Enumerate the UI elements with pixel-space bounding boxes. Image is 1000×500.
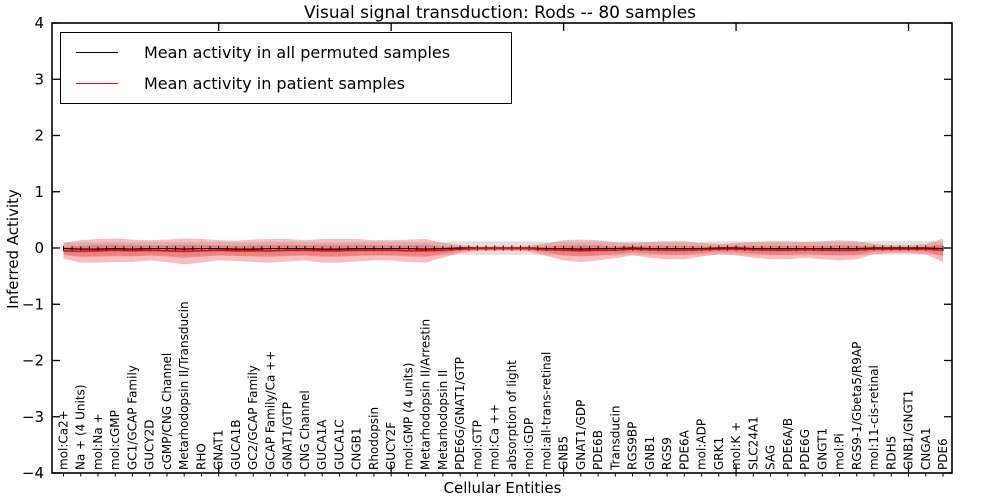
category-label: mol:Pi bbox=[833, 433, 847, 470]
category-label: GUCA1B bbox=[229, 419, 243, 470]
y-tick-label: 4 bbox=[34, 14, 44, 32]
category-label: mol:GDP bbox=[522, 418, 536, 470]
y-tick-label: −1 bbox=[22, 295, 44, 313]
category-label: RGS9BP bbox=[626, 422, 640, 470]
y-tick-label: 3 bbox=[34, 70, 44, 88]
category-label: PDE6A bbox=[677, 429, 691, 470]
category-label: CNGA1 bbox=[919, 428, 933, 471]
category-label: SAG bbox=[764, 445, 778, 470]
y-tick-label: 2 bbox=[34, 127, 44, 145]
category-label: PDE6G/GNAT1/GTP bbox=[453, 357, 467, 470]
category-label: CNG Channel bbox=[298, 390, 312, 470]
category-label: GNGT1 bbox=[815, 428, 829, 470]
x-axis-title: Cellular Entities bbox=[443, 479, 562, 497]
category-label: mol:all-trans-retinal bbox=[539, 352, 553, 470]
category-label: PDE6G bbox=[798, 429, 812, 470]
patient-line-sample bbox=[76, 82, 118, 84]
patient-std-band-outer bbox=[63, 238, 943, 265]
category-label: GC2/GCAP Family bbox=[246, 365, 260, 470]
legend-row-permuted: Mean activity in all permuted samples bbox=[71, 41, 501, 63]
category-label: Metarhodopsin II bbox=[436, 370, 450, 470]
category-label: RHO bbox=[194, 443, 208, 470]
legend: Mean activity in all permuted samples Me… bbox=[60, 32, 512, 104]
category-label: GRK1 bbox=[712, 437, 726, 470]
category-label: mol:Ca2+ bbox=[57, 410, 71, 470]
category-label: RDH5 bbox=[884, 436, 898, 470]
category-label: CNGB1 bbox=[350, 427, 364, 470]
category-label: PDE6 bbox=[936, 438, 950, 470]
category-label: mol:ADP bbox=[695, 419, 709, 470]
category-label: mol:11-cis-retinal bbox=[867, 365, 881, 470]
category-label: Rhodopsin bbox=[367, 407, 381, 470]
category-label: GUCA1A bbox=[315, 419, 329, 470]
y-tick-label: 0 bbox=[34, 239, 44, 257]
category-label: mol:cGMP bbox=[108, 410, 122, 470]
category-label: GNAT1 bbox=[212, 429, 226, 470]
category-label: GUCY2D bbox=[143, 420, 157, 470]
category-label: Na + (4 Units) bbox=[74, 384, 88, 470]
category-label: GNB1 bbox=[643, 436, 657, 470]
legend-row-patient: Mean activity in patient samples bbox=[71, 72, 501, 94]
y-tick-label: −3 bbox=[22, 408, 44, 426]
category-label: mol:K + bbox=[729, 422, 743, 470]
category-label: GC1/GCAP Family bbox=[125, 365, 139, 470]
category-label: absorption of light bbox=[505, 360, 519, 470]
category-label: RGS9 bbox=[660, 437, 674, 470]
category-label: cGMP/CNG Channel bbox=[160, 353, 174, 470]
category-label: GUCY2F bbox=[384, 422, 398, 470]
category-label: mol:Na + bbox=[91, 413, 105, 470]
category-label: Metarhodopsin II/Arrestin bbox=[419, 319, 433, 470]
legend-label-patient: Mean activity in patient samples bbox=[144, 73, 405, 93]
category-label: GNB1/GNGT1 bbox=[902, 390, 916, 470]
category-label: PDE6A/B bbox=[781, 418, 795, 470]
category-label: mol:GMP (4 units) bbox=[401, 363, 415, 470]
category-label: GNAT1/GTP bbox=[281, 402, 295, 470]
category-label: GUCA1C bbox=[332, 419, 346, 470]
category-label: mol:GTP bbox=[470, 420, 484, 470]
category-label: Metarhodopsin II/Transducin bbox=[177, 301, 191, 470]
y-tick-label: −4 bbox=[22, 464, 44, 482]
category-label: SLC24A1 bbox=[746, 416, 760, 470]
patient-mean-line bbox=[63, 247, 944, 253]
category-label: GCAP Family/Ca ++ bbox=[263, 351, 277, 470]
category-label: RGS9-1/Gbeta5/R9AP bbox=[850, 342, 864, 470]
y-tick-label: 1 bbox=[34, 183, 44, 201]
category-label: PDE6B bbox=[591, 430, 605, 470]
permuted-line-sample bbox=[76, 51, 118, 53]
chart-title: Visual signal transduction: Rods -- 80 s… bbox=[303, 3, 697, 23]
category-label: GNAT1/GDP bbox=[574, 400, 588, 470]
category-label: mol:Ca ++ bbox=[488, 404, 502, 470]
legend-label-permuted: Mean activity in all permuted samples bbox=[144, 42, 451, 62]
category-label: GNB5 bbox=[557, 436, 571, 470]
y-tick-label: −2 bbox=[22, 352, 44, 370]
category-label: Transducin bbox=[608, 406, 622, 471]
